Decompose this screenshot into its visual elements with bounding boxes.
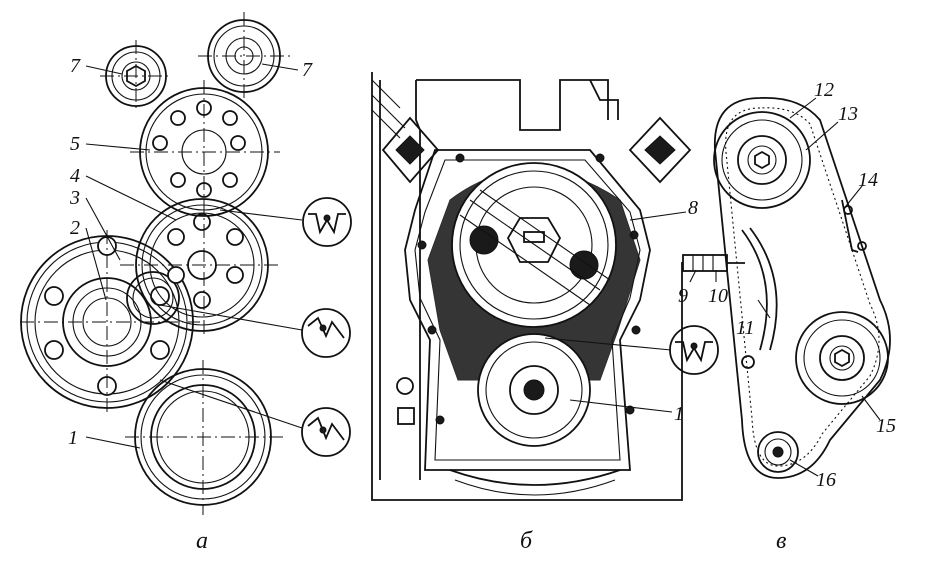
callout-8: 8 bbox=[688, 197, 698, 219]
callout-15: 15 bbox=[876, 415, 896, 437]
callout-6: 7 bbox=[70, 55, 81, 77]
camshaft-gear bbox=[130, 80, 280, 336]
chain-tensioner bbox=[682, 254, 745, 272]
gasket-bolts bbox=[417, 153, 641, 425]
timing-mark-icon bbox=[301, 407, 351, 457]
callout-2: 2 bbox=[70, 217, 80, 239]
crank-sprocket bbox=[757, 431, 799, 473]
callout-14: 14 bbox=[858, 169, 878, 191]
cam-sprocket bbox=[713, 111, 811, 209]
intermediate-gear bbox=[120, 198, 280, 332]
lower-crank-gear bbox=[477, 333, 591, 447]
caption-a: а bbox=[196, 528, 208, 554]
leader-lines-a bbox=[85, 63, 303, 449]
small-gear-6 bbox=[100, 40, 172, 112]
panel-b-engine-front: 8 1 bbox=[371, 72, 698, 501]
panel-c-chain-drive: 12 13 14 15 16 11 9 10 bbox=[678, 79, 896, 491]
timing-mark-icon bbox=[301, 308, 351, 358]
gear-7 bbox=[198, 12, 290, 100]
timing-mark-icon bbox=[302, 197, 352, 247]
callout-13: 13 bbox=[838, 103, 858, 125]
intermediate-sprocket bbox=[795, 311, 889, 405]
callout-9: 9 bbox=[678, 285, 688, 307]
callout-7: 7 bbox=[302, 59, 313, 81]
timing-mark-icon bbox=[669, 325, 719, 375]
callout-3: 3 bbox=[69, 187, 80, 209]
callout-12: 12 bbox=[814, 79, 834, 101]
callout-16: 16 bbox=[816, 469, 836, 491]
crankshaft-pulley bbox=[20, 230, 200, 414]
callout-1a: 1 bbox=[68, 427, 78, 449]
idler-gear bbox=[126, 271, 180, 325]
panel-a-gear-train: 7 7 5 4 3 2 1 bbox=[20, 12, 313, 515]
callout-11: 11 bbox=[736, 317, 755, 339]
callout-10: 10 bbox=[708, 285, 728, 307]
callout-4: 4 bbox=[70, 165, 80, 187]
upper-camshaft-gear bbox=[451, 162, 617, 328]
bottom-pulley bbox=[125, 360, 283, 515]
caption-b: б bbox=[520, 528, 533, 554]
caption-c: в bbox=[776, 528, 786, 554]
callout-1b: 1 bbox=[674, 403, 684, 425]
callout-5: 5 bbox=[70, 133, 80, 155]
